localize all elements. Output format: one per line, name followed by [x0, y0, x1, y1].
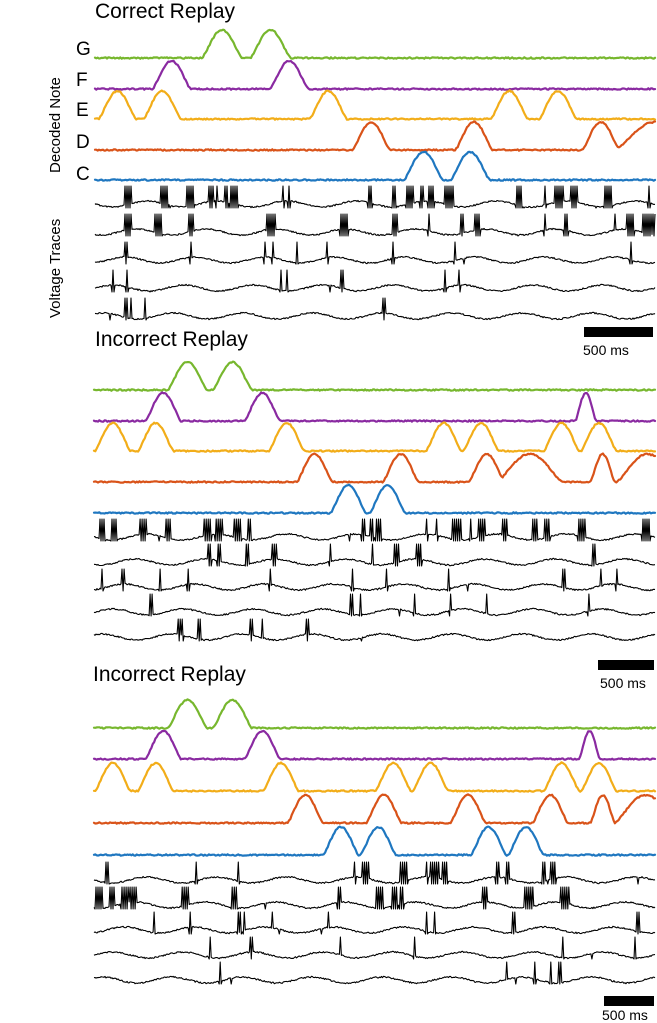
voltage-trace: [93, 911, 656, 935]
note-trace-f: [92, 729, 657, 761]
decoded-note-traces: [93, 28, 657, 182]
voltage-trace: [93, 568, 656, 592]
note-trace-c: [93, 150, 657, 182]
decoded-note-traces: [92, 360, 657, 515]
voltage-traces: [93, 861, 656, 985]
scale-bar-label: 500 ms: [602, 1007, 648, 1023]
voltage-trace: [93, 618, 656, 642]
panel-title: Correct Replay: [95, 0, 236, 23]
voltage-trace: [94, 269, 656, 293]
note-trace-f: [93, 59, 657, 91]
voltage-traces: [94, 185, 656, 321]
scale-bar-label: 500 ms: [583, 342, 629, 358]
note-trace-c: [92, 483, 657, 515]
voltage-trace: [94, 241, 656, 265]
voltage-trace: [94, 213, 656, 237]
voltage-trace: [93, 886, 656, 910]
note-trace-c: [92, 825, 657, 857]
voltage-trace: [93, 936, 656, 960]
note-trace-f: [92, 391, 657, 423]
note-trace-d: [93, 120, 657, 152]
note-label-g: G: [76, 39, 91, 60]
scale-bar-label: 500 ms: [600, 675, 646, 691]
note-trace-d: [92, 793, 657, 825]
note-trace-g: [93, 28, 657, 60]
scale-bar: [604, 996, 654, 1006]
y-axis-title: Decoded Note: [47, 77, 64, 173]
voltage-trace: [93, 961, 656, 985]
voltage-trace: [93, 518, 656, 542]
note-label-e: E: [76, 100, 89, 121]
voltage-trace: [93, 861, 656, 885]
note-trace-e: [93, 89, 657, 121]
scale-bar: [584, 327, 653, 337]
scale-bar: [598, 660, 654, 670]
note-trace-e: [92, 421, 657, 453]
panel-title: Incorrect Replay: [95, 328, 248, 351]
voltage-trace: [94, 297, 656, 321]
voltage-trace: [94, 185, 656, 209]
note-trace-g: [92, 698, 657, 730]
voltage-trace: [93, 593, 656, 617]
panel-incorrect-replay-2: Incorrect Replay 500 ms: [92, 663, 657, 1023]
voltage-trace: [93, 543, 656, 567]
panel-correct-replay: Correct Replay G F E D C Decoded Note Vo…: [47, 0, 657, 358]
note-label-d: D: [76, 132, 90, 153]
note-trace-e: [92, 761, 657, 793]
voltage-traces: [93, 518, 656, 642]
note-label-c: C: [76, 164, 90, 185]
decoded-note-traces: [92, 698, 657, 857]
panel-title: Incorrect Replay: [93, 663, 246, 686]
voltage-axis-title: Voltage Traces: [47, 219, 64, 318]
note-label-f: F: [76, 70, 88, 91]
panel-incorrect-replay-1: Incorrect Replay 500 ms: [92, 328, 657, 691]
note-trace-g: [92, 360, 657, 392]
note-trace-d: [92, 452, 657, 484]
